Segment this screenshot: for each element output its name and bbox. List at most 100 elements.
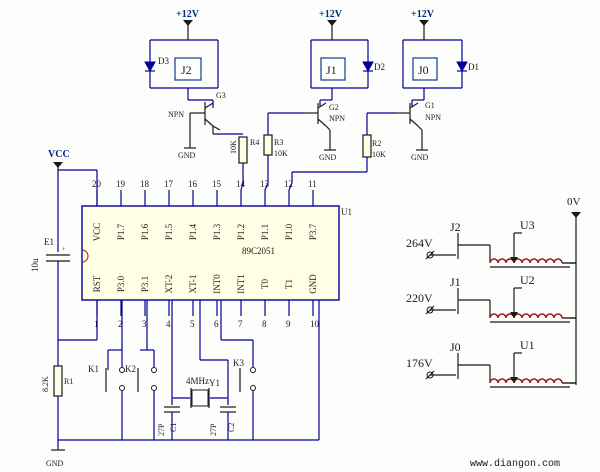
transistor-type-g2: NPN [329, 114, 345, 123]
zero-v-label: 0V [567, 196, 581, 208]
tap-relay-label: J1 [450, 275, 461, 289]
relay-stage-j1: +12V J1 D2 G2 NPN GND R3 10K [263, 9, 385, 183]
switch-k2: K2 [125, 300, 157, 440]
coil-label: U1 [520, 338, 535, 352]
diode-d1 [456, 61, 468, 73]
e1-label: E1 [44, 237, 54, 247]
mcu-bottom-pin-number: 2 [118, 319, 123, 329]
r1-value: 8.2K [41, 376, 50, 392]
mcu-bottom-pin-name: XT-1 [188, 275, 198, 294]
mcu-bottom-pin-number: 3 [142, 319, 147, 329]
resistor-r3 [263, 134, 273, 156]
mcu-top-pin-number: 13 [260, 179, 270, 189]
relay-label-j2: J2 [181, 63, 192, 77]
capacitor-e1: + E1 10u [30, 237, 70, 340]
mcu-top-pin-name: P1.2 [236, 224, 246, 240]
svg-text:+: + [62, 247, 66, 253]
mcu-top-pin-name: P1.5 [164, 223, 174, 240]
transformer-winding [489, 313, 563, 319]
resistor-value-r4: 10K [229, 140, 238, 154]
resistor-label-r4: R4 [250, 138, 259, 147]
r1-label: R1 [64, 377, 73, 386]
switch-k3: K3 [220, 300, 256, 440]
mcu-top-pin-number: 15 [212, 179, 222, 189]
transistor-label-g3: G3 [216, 91, 226, 100]
mcu-top-pin-name: P1.6 [140, 223, 150, 240]
diode-d2 [362, 61, 374, 73]
mcu-89c2051: U1 89C2051 20VCC19P1.718P1.617P1.516P1.4… [81, 179, 352, 329]
mcu-bottom-pin-name: INT1 [236, 274, 246, 294]
k3-label: K3 [233, 358, 244, 368]
mcu-pins: 20VCC19P1.718P1.617P1.516P1.415P1.314P1.… [92, 179, 320, 329]
resistor-label-r3: R3 [274, 138, 283, 147]
mcu-top-pin-number: 17 [164, 179, 174, 189]
relay-stage-j2: +12V D3 J2 G3 NPN GND R4 10K [144, 9, 259, 183]
relay-label-j0: J0 [418, 63, 429, 77]
coil-label: U2 [520, 273, 535, 287]
diode-label-d2: D2 [374, 62, 385, 72]
transistor-label-g2: G2 [329, 103, 339, 112]
gnd-label-g2: GND [319, 153, 337, 162]
tap-j0: 176V J0 U1 [406, 338, 576, 388]
vcc-rail: VCC [48, 149, 98, 252]
c1-label: C1 [169, 423, 178, 432]
mcu-top-pin-number: 11 [308, 179, 317, 189]
e1-value: 10u [30, 258, 40, 272]
diode-d3 [144, 61, 156, 73]
mcu-bottom-pin-number: 6 [214, 319, 219, 329]
tap-voltage: 220V [406, 291, 433, 305]
mcu-top-pin-number: 16 [188, 179, 198, 189]
mcu-bottom-pin-number: 1 [94, 319, 99, 329]
tap-voltage: 176V [406, 356, 433, 370]
reset-network: R1 8.2K GND [41, 300, 98, 468]
mcu-top-pin-number: 12 [284, 179, 293, 189]
mcu-bottom-pin-number: 9 [286, 319, 291, 329]
diode-label-d3: D3 [158, 56, 169, 66]
tap-j1: 220V J1 U2 [406, 273, 576, 323]
mcu-top-pin-name: P1.1 [260, 224, 270, 240]
mcu-bottom-pin-name: GND [308, 274, 318, 294]
mcu-bottom-pin-number: 7 [238, 319, 243, 329]
mcu-top-pin-name: P1.0 [284, 223, 294, 240]
relay-coil-j0 [412, 57, 438, 81]
mcu-top-pin-number: 19 [116, 179, 126, 189]
tap-voltage: 264V [406, 236, 433, 250]
mcu-top-pin-name: P1.4 [188, 223, 198, 240]
mcu-bottom-pin-name: T0 [260, 279, 270, 289]
transistor-label-g1: G1 [425, 101, 435, 110]
crystal-y1 [191, 389, 209, 407]
mcu-bottom-pin-number: 4 [166, 319, 171, 329]
gnd-label-g3: GND [178, 151, 196, 160]
transistor-type-g1: NPN [425, 113, 441, 122]
mcu-top-pin-number: 18 [140, 179, 150, 189]
transistor-type-g3: NPN [168, 110, 184, 119]
mcu-top-pin-name: P3.7 [308, 223, 318, 240]
transformer-winding [489, 378, 563, 384]
mcu-top-pin-name: P1.7 [116, 223, 126, 240]
c2-value: 27P [209, 423, 218, 436]
mcu-bottom-pin-number: 5 [190, 319, 195, 329]
mcu-name: 89C2051 [242, 246, 275, 256]
resistor-value-r2: 10K [372, 150, 386, 159]
resistor-label-r2: R2 [372, 139, 381, 148]
resistor-value-r3: 10K [274, 149, 288, 158]
watermark: www.diangon.com [470, 458, 560, 470]
diode-label-d1: D1 [468, 62, 479, 72]
mcu-body [81, 205, 340, 301]
switch-k1: K1 [88, 300, 125, 440]
tap-relay-label: J0 [450, 340, 461, 354]
relay-coil-j1 [320, 57, 346, 81]
mcu-top-pin-name: P1.3 [212, 223, 222, 240]
mcu-top-pin-number: 14 [236, 179, 246, 189]
c1-value: 27P [157, 423, 166, 436]
supply-label-j2: +12V [176, 9, 200, 20]
relay-coil-j2 [174, 57, 202, 81]
oscillator: Y1 4MHz C1 27P C2 27P [157, 300, 236, 440]
resistor-r1 [53, 365, 63, 397]
resistor-r2 [362, 134, 372, 158]
relay-label-j1: J1 [326, 63, 337, 77]
mcu-bottom-pin-name: T1 [284, 279, 294, 289]
vcc-label: VCC [48, 149, 70, 160]
